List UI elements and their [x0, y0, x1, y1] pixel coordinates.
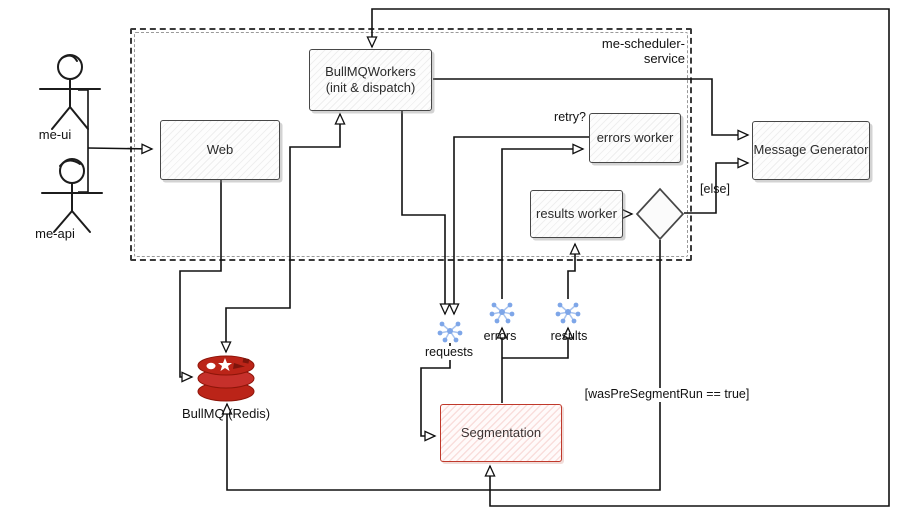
queue-errors-icon — [489, 302, 515, 324]
edge-guard-to-redis — [221, 240, 661, 491]
node-results-worker: results worker — [530, 190, 623, 238]
queue-results-icon — [555, 302, 581, 324]
node-web-label: Web — [206, 141, 234, 157]
node-bullmq-workers-label-line1: BullMQWorkers — [325, 63, 416, 79]
node-bullmq-workers: BullMQWorkers (init & dispatch) — [309, 49, 432, 111]
queue-results-label: results — [550, 329, 588, 343]
node-results-worker-label: results worker — [536, 205, 617, 221]
actor-me-api-icon — [41, 158, 103, 233]
edge-resultsq-to-resultsworker — [567, 242, 581, 299]
actor-me-ui-icon — [39, 54, 101, 130]
queue-requests-icon — [437, 321, 463, 343]
edge-outer-loop — [366, 8, 890, 507]
edge-web-to-redis — [179, 180, 222, 383]
actor-me-api-label: me-api — [35, 226, 75, 241]
edge-errorsq-to-errorsworker — [501, 143, 585, 299]
redis-icon — [197, 355, 255, 402]
actor-me-ui-label: me-ui — [38, 127, 72, 142]
queue-errors-label: errors — [483, 329, 517, 343]
decision-diamond — [635, 187, 685, 241]
queue-requests-label: requests — [419, 345, 479, 360]
edge-actors-to-web — [87, 143, 154, 155]
edge-retry-to-requests — [448, 136, 589, 316]
redis-label: BullMQ (Redis) — [181, 406, 271, 421]
edge-workers-to-requests — [401, 111, 451, 316]
edge-else-to-msggen — [684, 157, 750, 214]
scheduler-service-label: me-scheduler-service — [601, 36, 685, 66]
node-errors-worker-label: errors worker — [596, 129, 674, 145]
edge-label-else: [else] — [700, 182, 730, 196]
node-message-generator: Message Generator — [752, 121, 870, 180]
node-segmentation-label: Segmentation — [460, 424, 542, 440]
edge-label-retry: retry? — [554, 110, 586, 124]
edge-redis-workers — [220, 112, 346, 354]
edge-workers-to-msggen — [433, 78, 750, 141]
edge-seg-to-resultsq — [502, 326, 574, 359]
node-message-generator-label: Message Generator — [753, 142, 869, 158]
node-segmentation: Segmentation — [440, 404, 562, 462]
node-web: Web — [160, 120, 280, 180]
node-errors-worker: errors worker — [589, 113, 681, 163]
node-bullmq-workers-label-line2: (init & dispatch) — [325, 80, 416, 95]
edge-label-guard: [wasPreSegmentRun == true] — [567, 387, 767, 402]
